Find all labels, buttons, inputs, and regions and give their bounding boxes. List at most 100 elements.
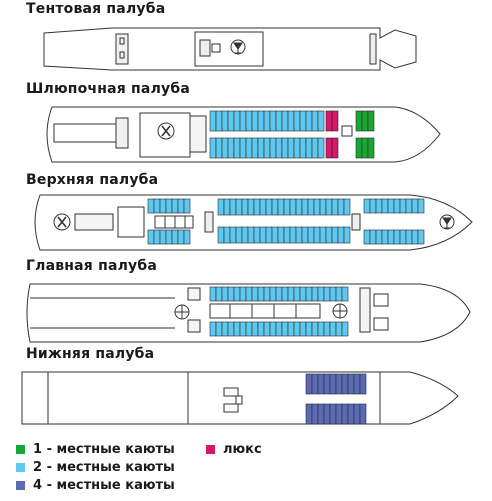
cabin-2-berth [307, 198, 315, 216]
cabin-2-berth [227, 321, 235, 337]
cabin-2-berth [269, 137, 277, 159]
cabin-2-berth [317, 110, 325, 132]
legend-swatch-1-berth [16, 445, 25, 454]
cabin-4-berth [353, 403, 361, 425]
cabin-2-berth [343, 198, 351, 216]
cabin-2-berth [247, 198, 255, 216]
cabin-2-berth [209, 110, 217, 132]
cabin-2-berth [221, 321, 229, 337]
cabin-2-berth [317, 286, 325, 302]
cabin-2-berth [165, 229, 173, 245]
deck-plan-lower [21, 371, 459, 425]
cabin-4-berth [329, 403, 337, 425]
cabin-4-berth [341, 403, 349, 425]
cabin-2-berth [215, 321, 223, 337]
cabin-2-berth [337, 198, 345, 216]
cabin-2-berth [393, 229, 401, 245]
cabin-lux [331, 110, 339, 132]
cabin-2-berth [257, 110, 265, 132]
cabin-2-berth [313, 198, 321, 216]
cabin-2-berth [253, 198, 261, 216]
cabin-2-berth [319, 198, 327, 216]
cabin-2-berth [245, 110, 253, 132]
cabin-2-berth [329, 286, 337, 302]
cabin-2-berth [293, 137, 301, 159]
cabin-2-berth [275, 321, 283, 337]
cabin-4-berth [323, 403, 331, 425]
cabin-2-berth [227, 137, 235, 159]
cabin-2-berth [247, 226, 255, 244]
legend-item-4-berth: 4 - местные каюты [16, 478, 175, 493]
cabin-2-berth [399, 229, 407, 245]
cabin-2-berth [375, 229, 383, 245]
cabin-2-berth [263, 286, 271, 302]
cabin-2-berth [209, 321, 217, 337]
legend-swatch-lux [206, 445, 215, 454]
cabin-2-berth [159, 229, 167, 245]
restaurant-icon [157, 122, 175, 140]
cabin-2-berth [251, 110, 259, 132]
cabin-1-berth [355, 137, 363, 159]
bar-icon [230, 39, 246, 55]
cabin-2-berth [229, 226, 237, 244]
cabin-2-berth [293, 110, 301, 132]
deck-title-upper: Верхняя палуба [26, 172, 159, 188]
cabin-2-berth [323, 321, 331, 337]
deck-title-lower: Нижняя палуба [26, 346, 155, 362]
cabin-4-berth [347, 403, 355, 425]
cabin-2-berth [165, 198, 173, 214]
cabin-2-berth [215, 137, 223, 159]
cabin-2-berth [209, 137, 217, 159]
cabin-2-berth [305, 137, 313, 159]
cabin-2-berth [319, 226, 327, 244]
cabin-2-berth [153, 198, 161, 214]
deck-title-tent: Тентовая палуба [26, 1, 166, 17]
cabin-2-berth [269, 286, 277, 302]
cabin-2-berth [305, 321, 313, 337]
cabin-2-berth [275, 137, 283, 159]
cabin-2-berth [287, 286, 295, 302]
cabin-2-berth [233, 110, 241, 132]
cabin-2-berth [411, 229, 419, 245]
cabin-2-berth [239, 321, 247, 337]
cabin-2-berth [217, 198, 225, 216]
cabin-2-berth [241, 226, 249, 244]
cabin-2-berth [233, 321, 241, 337]
cabin-4-berth [323, 373, 331, 395]
cabin-2-berth [177, 198, 185, 214]
cabin-2-berth [311, 137, 319, 159]
cabin-2-berth [287, 110, 295, 132]
cabin-2-berth [263, 110, 271, 132]
cabin-2-berth [335, 286, 343, 302]
cabin-2-berth [399, 198, 407, 214]
cabin-2-berth [381, 229, 389, 245]
cabin-4-berth [317, 373, 325, 395]
cabin-2-berth [281, 321, 289, 337]
legend-label-4-berth: 4 - местные каюты [33, 478, 175, 493]
cabin-2-berth [227, 110, 235, 132]
deck-plan-upper [34, 194, 473, 251]
cabin-2-berth [215, 110, 223, 132]
main-fwd-wheel-icon [332, 303, 348, 319]
cabin-2-berth [277, 226, 285, 244]
cabin-4-berth [317, 403, 325, 425]
cabin-2-berth [387, 229, 395, 245]
legend-item-1-berth: 1 - местные каюты [16, 442, 175, 457]
deck-plan-boat [46, 106, 441, 163]
cabin-2-berth [293, 321, 301, 337]
boat-hull [46, 106, 441, 163]
cabin-2-berth [417, 198, 425, 214]
cabin-4-berth [341, 373, 349, 395]
cabin-4-berth [329, 373, 337, 395]
cabin-2-berth [329, 321, 337, 337]
cabin-2-berth [289, 198, 297, 216]
cabin-2-berth [311, 110, 319, 132]
cabin-2-berth [259, 198, 267, 216]
cabin-2-berth [251, 321, 259, 337]
cabin-2-berth [221, 137, 229, 159]
cabin-2-berth [153, 229, 161, 245]
cabin-2-berth [369, 198, 377, 214]
cabin-2-berth [331, 198, 339, 216]
boat-lifeboat [53, 123, 117, 143]
cabin-2-berth [337, 226, 345, 244]
